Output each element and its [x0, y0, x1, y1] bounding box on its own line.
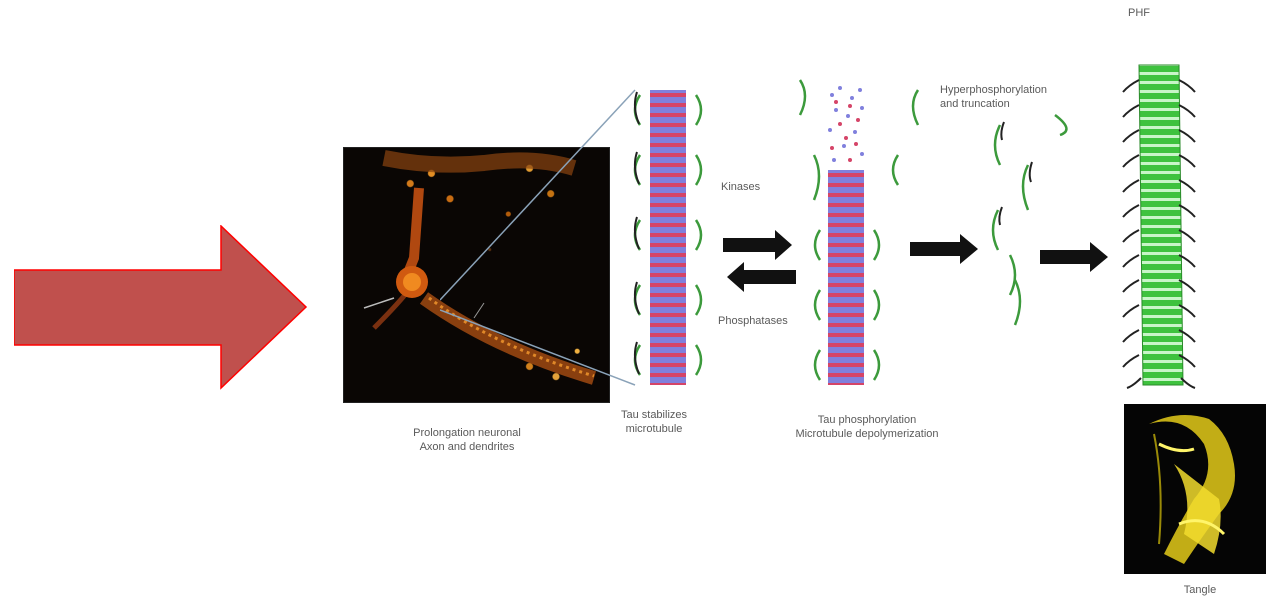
phosphatases-label: Phosphatases [718, 314, 788, 328]
hyperphosphorylation-label: Hyperphosphorylation and truncation [940, 83, 1047, 111]
kinases-label: Kinases [721, 180, 760, 194]
neuron-caption: Prolongation neuronal Axon and dendrites [372, 426, 562, 454]
phf-label: PHF [1124, 6, 1154, 20]
tau-phosphorylation-caption: Tau phosphorylation Microtubule depolyme… [742, 413, 992, 441]
tangle-label: Tangle [1175, 583, 1225, 597]
microtubule-diagram [600, 60, 1260, 400]
tangle-micrograph [1124, 404, 1266, 574]
red-arrow-icon [14, 225, 309, 390]
tau-stabilizes-caption: Tau stabilizes microtubule [609, 408, 699, 436]
